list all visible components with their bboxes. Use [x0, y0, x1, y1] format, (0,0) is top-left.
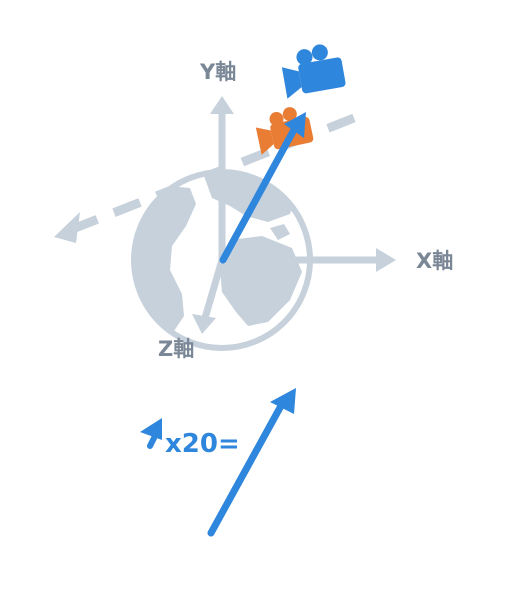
position-vector-arrow [219, 112, 306, 264]
small-vector-arrowhead [140, 418, 162, 440]
z-axis-arrowhead [192, 314, 216, 334]
scaled-vector-arrow [207, 388, 296, 537]
trajectory-arrowhead [54, 212, 80, 243]
multiplier-label: x20= [165, 429, 240, 459]
x-axis [222, 248, 396, 272]
z-axis-label: Z軸 [158, 337, 194, 361]
y-axis-arrowhead [210, 96, 234, 114]
small-vector-arrow [140, 418, 162, 449]
x-axis-arrowhead [376, 248, 396, 272]
y-axis-label: Y軸 [199, 60, 236, 84]
movie-camera-icon [281, 44, 346, 99]
z-axis [192, 259, 226, 334]
x-axis-label: X軸 [416, 249, 453, 273]
scaled-vector-arrowhead [270, 388, 296, 414]
y-axis [210, 96, 234, 260]
position-vector-arrowhead [284, 112, 306, 138]
